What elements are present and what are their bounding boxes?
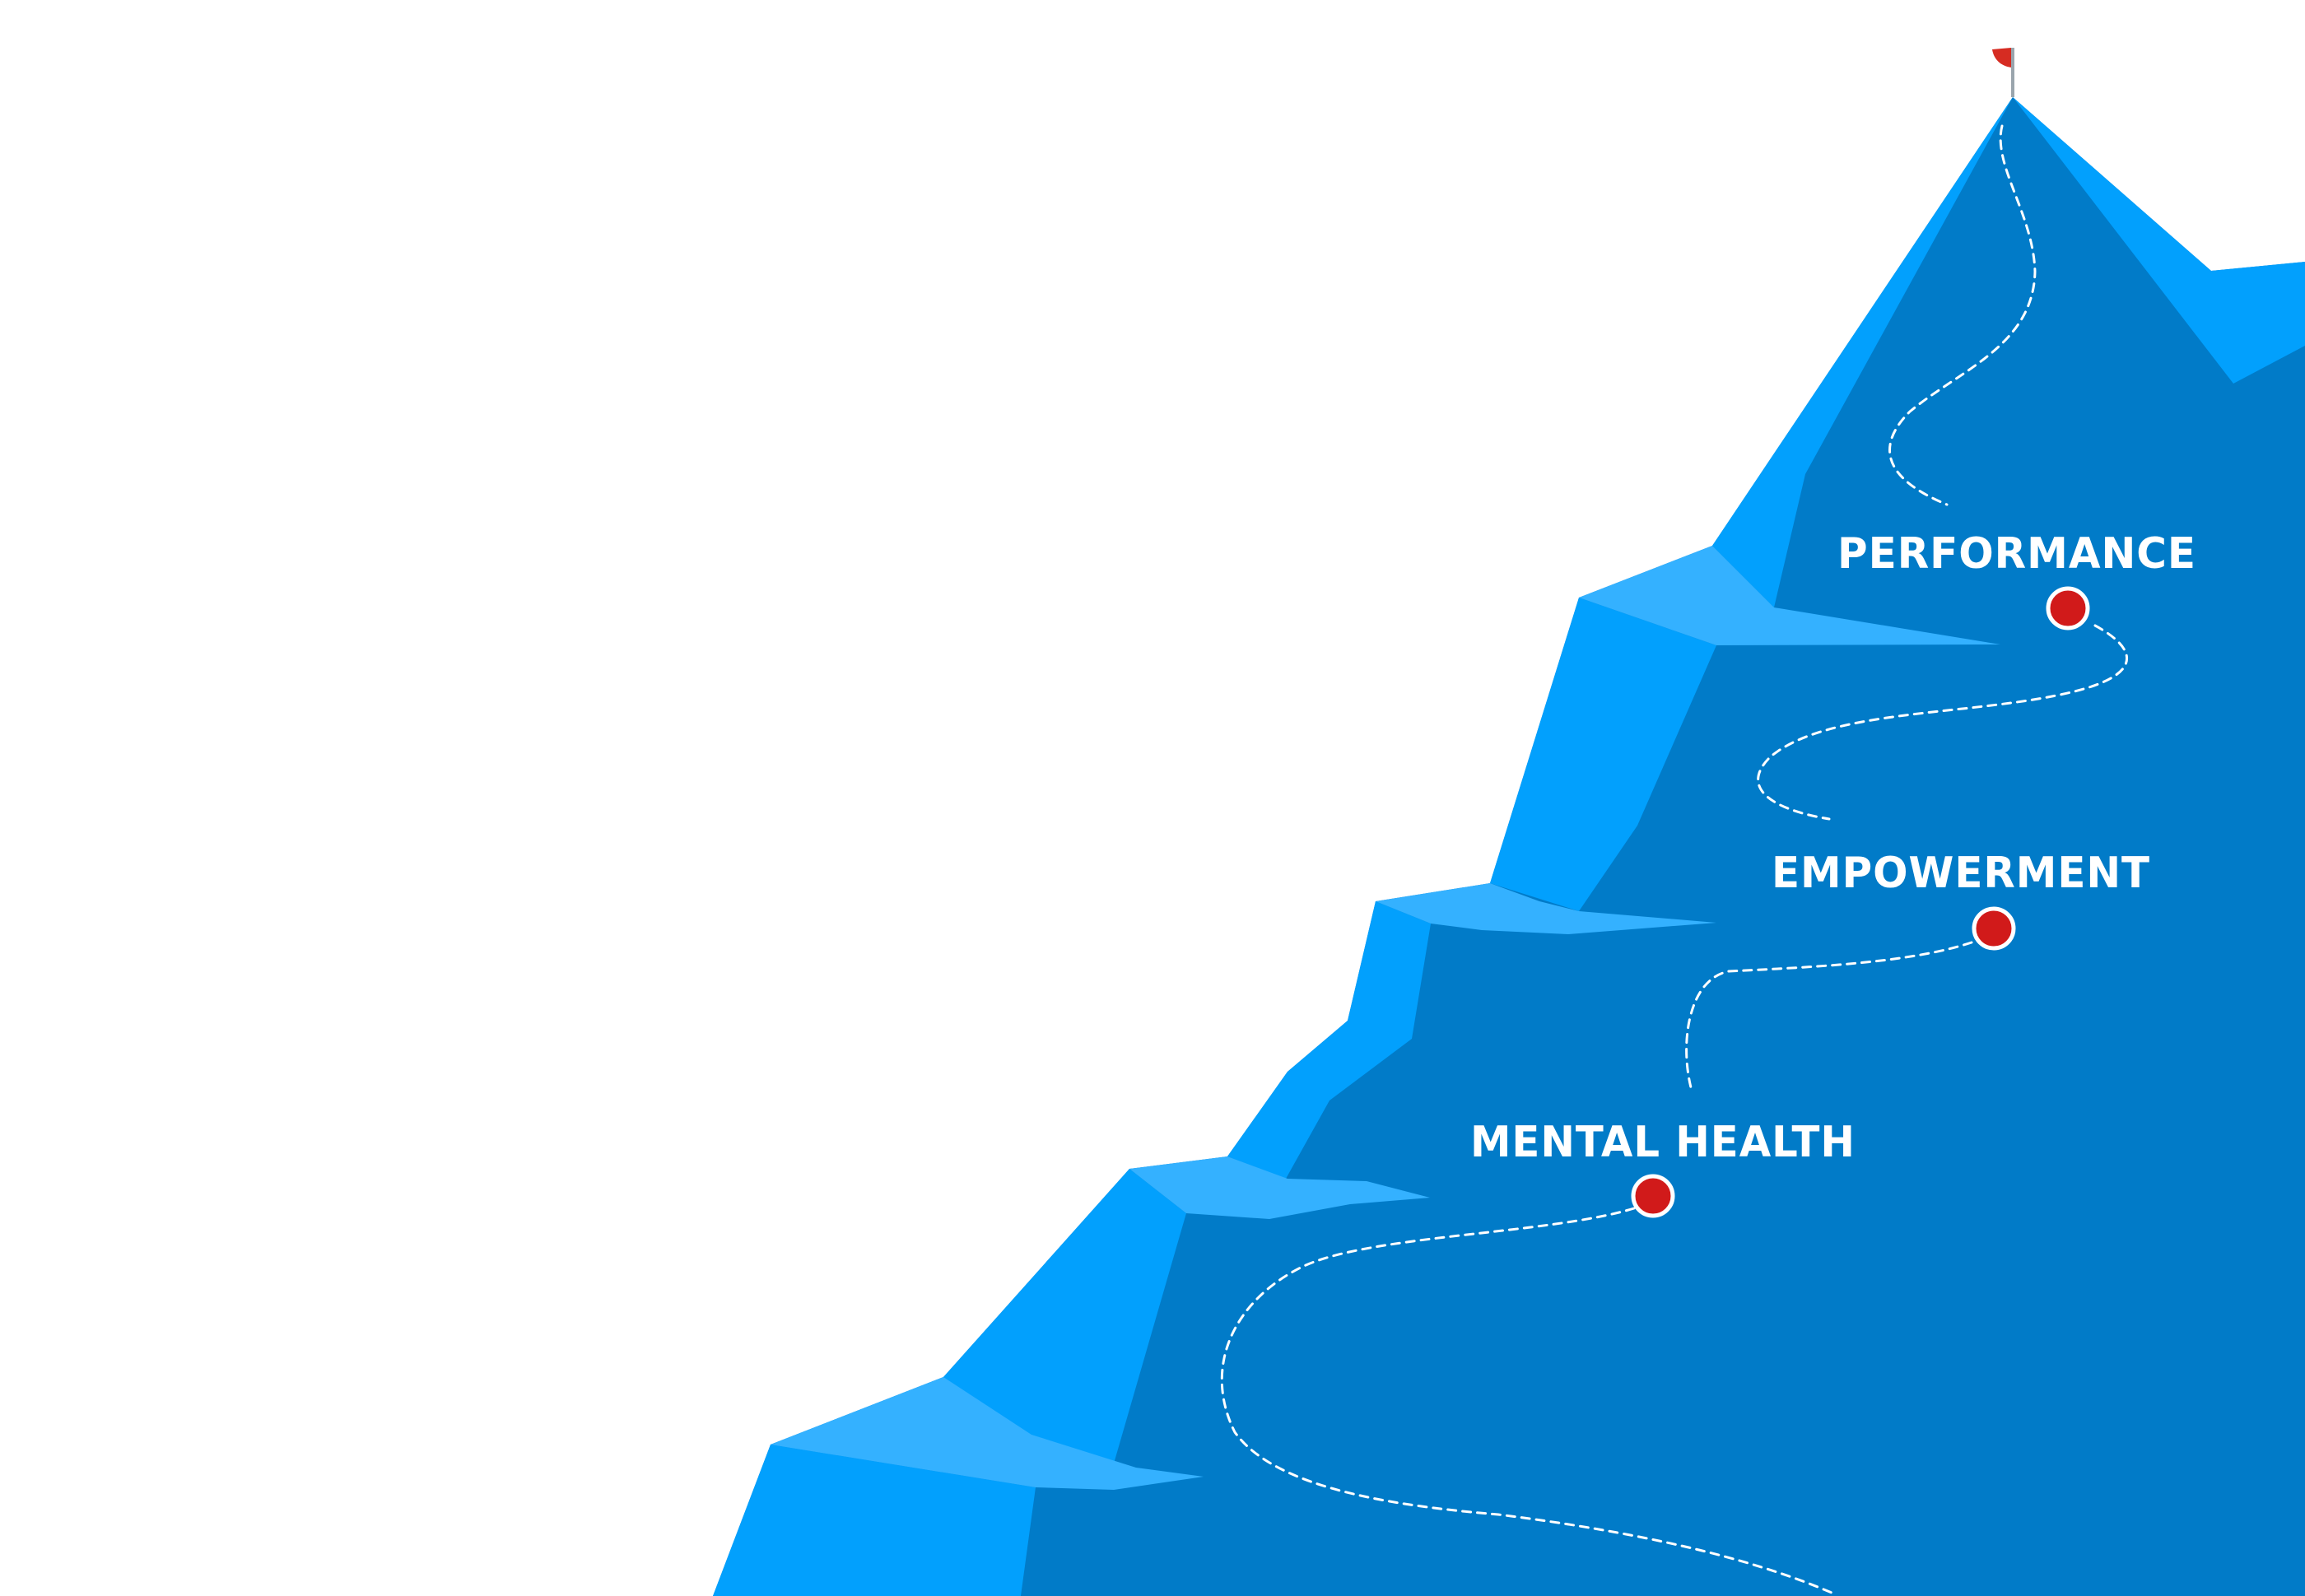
ledge-second	[1376, 883, 1716, 934]
mountain-face-middle	[1227, 901, 1431, 1179]
milestone-label-mental-health: MENTAL HEALTH	[1470, 1118, 1856, 1167]
milestone-marker-empowerment[interactable]	[1972, 906, 2016, 951]
map-pin-dot-icon	[1972, 906, 2016, 951]
mountain-face-base	[713, 1445, 1036, 1596]
ledge-third	[1129, 1156, 1430, 1219]
milestone-label-empowerment: EMPOWERMENT	[1772, 849, 2150, 898]
milestone-label-performance: PERFORMANCE	[1837, 529, 2196, 579]
flag-icon	[1992, 48, 2014, 97]
ledge-bottom	[771, 1377, 1204, 1490]
ledge-top	[1579, 546, 2000, 645]
map-pin-dot-icon	[2046, 586, 2090, 630]
mountain-face-summit-right	[2013, 97, 2305, 384]
map-pin-dot-icon	[1631, 1174, 1675, 1218]
flag-cloth	[1992, 48, 2011, 67]
mountain-face-upper	[1490, 598, 1716, 911]
milestone-marker-performance[interactable]	[2046, 586, 2090, 630]
mountain-face-summit-left	[1712, 97, 2013, 607]
milestone-marker-mental-health[interactable]	[1631, 1174, 1675, 1218]
trail-path	[1220, 124, 2128, 1594]
